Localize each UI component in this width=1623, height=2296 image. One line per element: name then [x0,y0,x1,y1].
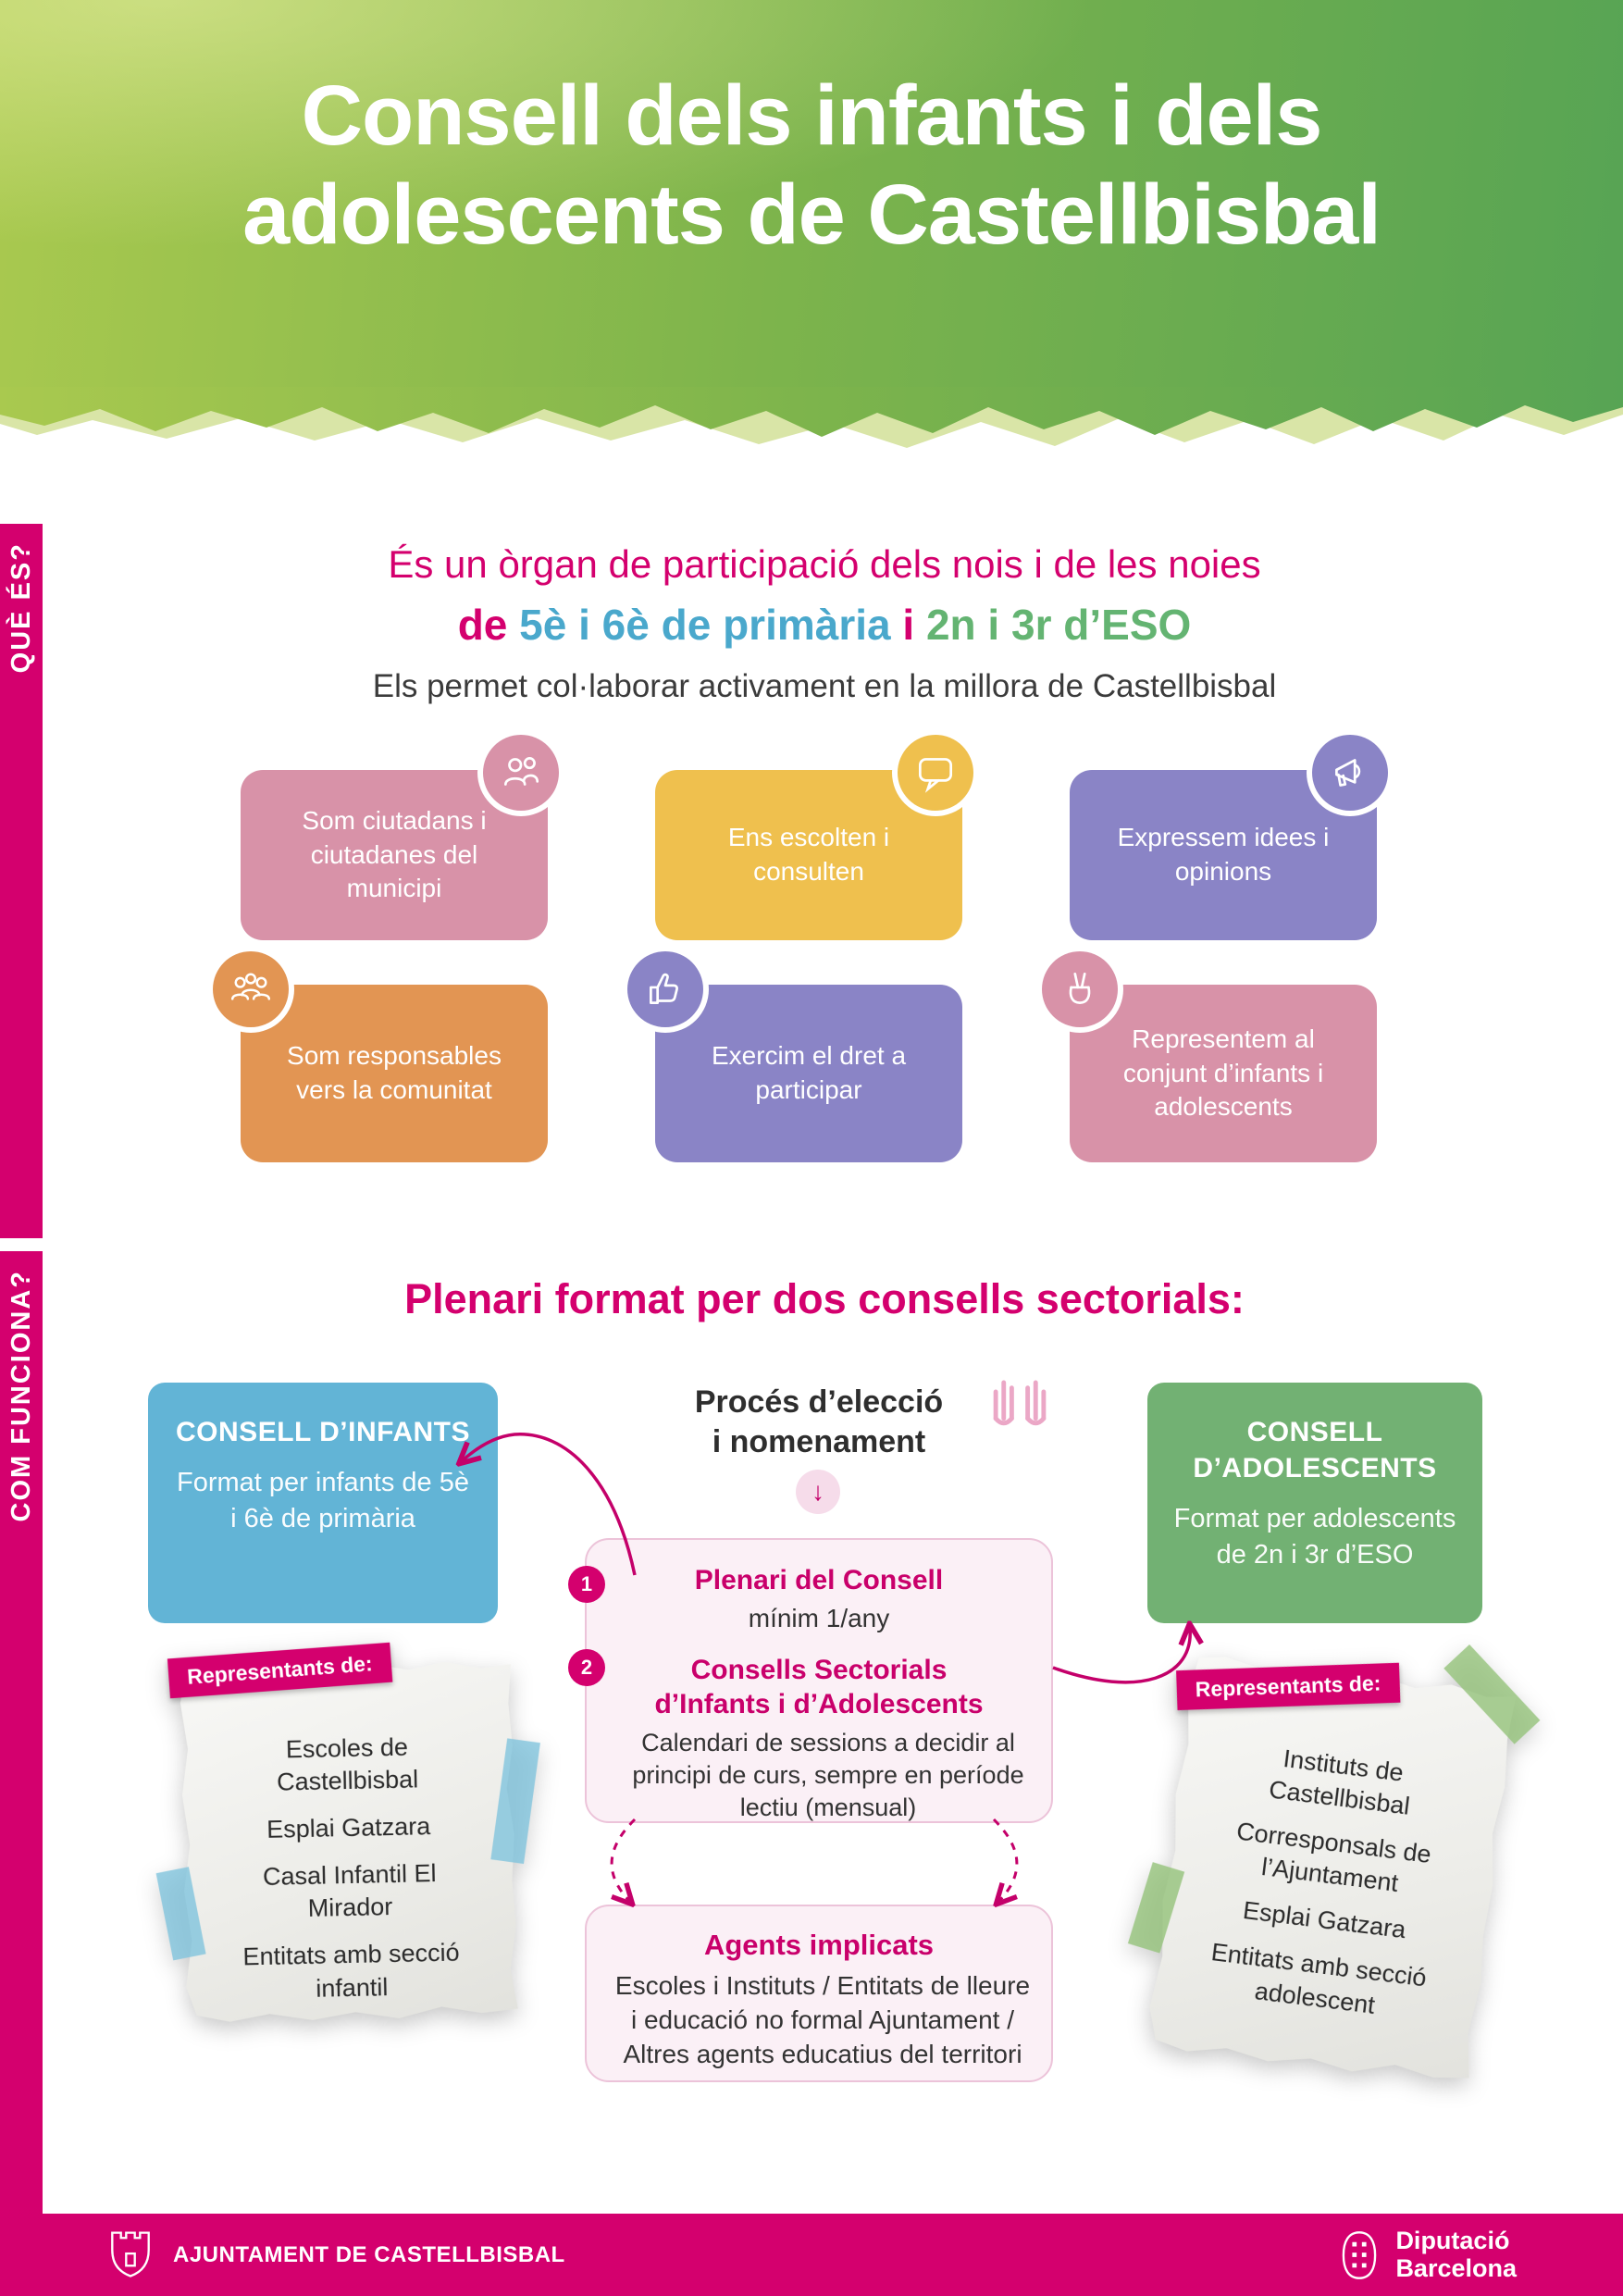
diputacio-logo: Diputació Barcelona [1342,2228,1517,2281]
card-label: Representem al conjunt d’infants i adole… [1122,1024,1324,1122]
intro-line2-connector: i [890,601,926,649]
megaphone-icon [1312,735,1388,811]
card-expressem-idees: Expressem idees i opinions [1070,735,1388,940]
consell-infants-box: CONSELL D’INFANTS Format per infants de … [148,1383,498,1623]
section-label-que-es: QUÈ ÉS? [6,542,36,674]
representants-list: Escoles de Castellbisbal Esplai Gatzara … [180,1660,518,2007]
speech-bubble-icon [898,735,973,811]
citizens-icon [483,735,559,811]
consell-adolescents-title: CONSELL D’ADOLESCENTS [1193,1417,1437,1483]
page-title: Consell dels infants i dels adolescents … [0,67,1623,264]
card-label: Exercim el dret a participar [711,1041,907,1104]
consell-adolescents-box: CONSELL D’ADOLESCENTS Format per adolesc… [1147,1383,1482,1623]
agents-title: Agents implicats [703,1929,935,1961]
intro-line1: És un òrgan de participació dels nois i … [388,542,1261,586]
representants-list: Instituts de Castellbisbal Corresponsals… [1151,1653,1517,2034]
arrow-down-icon: ↓ [796,1470,840,1514]
step-number-badge: 1 [568,1566,605,1603]
step2-body: Calendari de sessions a decidir al princ… [632,1729,1024,1822]
section-label-com-funciona: COM FUNCIONA? [6,1270,36,1522]
card-exercim-dret: Exercim el dret a participar [627,951,962,1162]
card-som-ciutadans: Som ciutadans i ciutadanes del municipi [241,735,559,940]
card-som-responsables: Som responsables vers la comunitat [213,951,548,1162]
header-banner [0,0,1623,389]
raised-hands-icon [993,1380,1047,1426]
thumbs-up-icon [627,951,703,1027]
diputacio-line2: Barcelona [1395,2253,1517,2282]
note-representants-adolescents: Representants de: Instituts de Castellbi… [1127,1644,1541,2086]
intro-line3: Els permet col·laborar activament en la … [372,668,1277,704]
step1-title: Plenari del Consell [694,1565,944,1595]
card-label: Som responsables vers la comunitat [287,1041,502,1104]
torn-paper-edge [0,387,1623,448]
intro-line2: de 5è i 6è de primària i 2n i 3r d’ESO [43,600,1606,650]
agents-panel: Agents implicats Escoles i Instituts / E… [585,1905,1053,2082]
plenari-steps-panel: 1 2 Plenari del Consell mínim 1/any Cons… [568,1538,1053,1823]
process-title: Procés d’elecció i nomenament [611,1383,1027,1461]
step-number-badge: 2 [568,1649,605,1686]
community-icon [213,951,289,1027]
footer-bar: AJUNTAMENT DE CASTELLBISBAL Diputació Ba… [0,2214,1623,2296]
list-item: Corresponsals de l’Ajuntament [1234,1817,1433,1898]
intro-line2-prefix: de [457,601,520,649]
ajuntament-logo: AJUNTAMENT DE CASTELLBISBAL [106,2228,565,2283]
diputacio-icon [1343,2230,1377,2279]
benefit-cards-row1: Som ciutadans i ciutadanes del municipi … [241,735,1388,940]
section-strip-com-funciona: COM FUNCIONA? [0,1251,43,2214]
card-label: Som ciutadans i ciutadanes del municipi [302,805,487,903]
representants-label: Representants de: [1176,1662,1401,1711]
card-ens-escolten: Ens escolten i consulten [655,735,973,940]
plenari-heading: Plenari format per dos consells sectoria… [404,1275,1245,1322]
list-item: Escoles de Castellbisbal [276,1732,419,1796]
diputacio-line1: Diputació [1395,2227,1510,2255]
section-strip-que-es: QUÈ ÉS? [0,524,43,1238]
peace-hand-icon [1042,951,1118,1027]
card-label: Expressem idees i opinions [1117,823,1330,886]
castle-shield-icon [111,2230,150,2277]
page-title-line1: Consell dels infants i dels [301,68,1323,163]
process-title-line2: i nomenament [712,1423,926,1459]
card-label: Ens escolten i consulten [727,823,890,886]
intro-primary-grades: 5è i 6è de primària [519,601,891,649]
benefit-cards-row2: Som responsables vers la comunitat Exerc… [213,951,1377,1162]
list-item: Casal Infantil El Mirador [262,1859,437,1923]
list-item: Entitats amb secció infantil [242,1938,460,2003]
consell-adolescents-subtitle: Format per adolescents de 2n i 3r d’ESO [1173,1504,1456,1570]
dashed-connector-arrows [610,1818,1019,1908]
process-title-line1: Procés d’elecció [694,1384,944,1420]
agents-body: Escoles i Instituts / Entitats de lleure… [614,1971,1031,2068]
consell-infants-title: CONSELL D’INFANTS [176,1417,470,1447]
list-item: Instituts de Castellbisbal [1267,1744,1412,1820]
list-item: Esplai Gatzara [266,1812,431,1844]
step1-body: mínim 1/any [748,1603,890,1632]
page-title-line2: adolescents de Castellbisbal [242,167,1381,262]
intro-eso-grades: 2n i 3r d’ESO [925,601,1192,649]
note-representants-infants: Representants de: Escoles de Castellbisb… [155,1642,540,2022]
card-representem: Representem al conjunt d’infants i adole… [1042,951,1377,1162]
step2-title: Consells Sectorials d’Infants i d’Adoles… [654,1654,984,1719]
diputacio-label: Diputació Barcelona [1395,2228,1517,2281]
ajuntament-label: AJUNTAMENT DE CASTELLBISBAL [173,2241,565,2267]
consell-infants-subtitle: Format per infants de 5è i 6è de primàri… [177,1468,469,1534]
